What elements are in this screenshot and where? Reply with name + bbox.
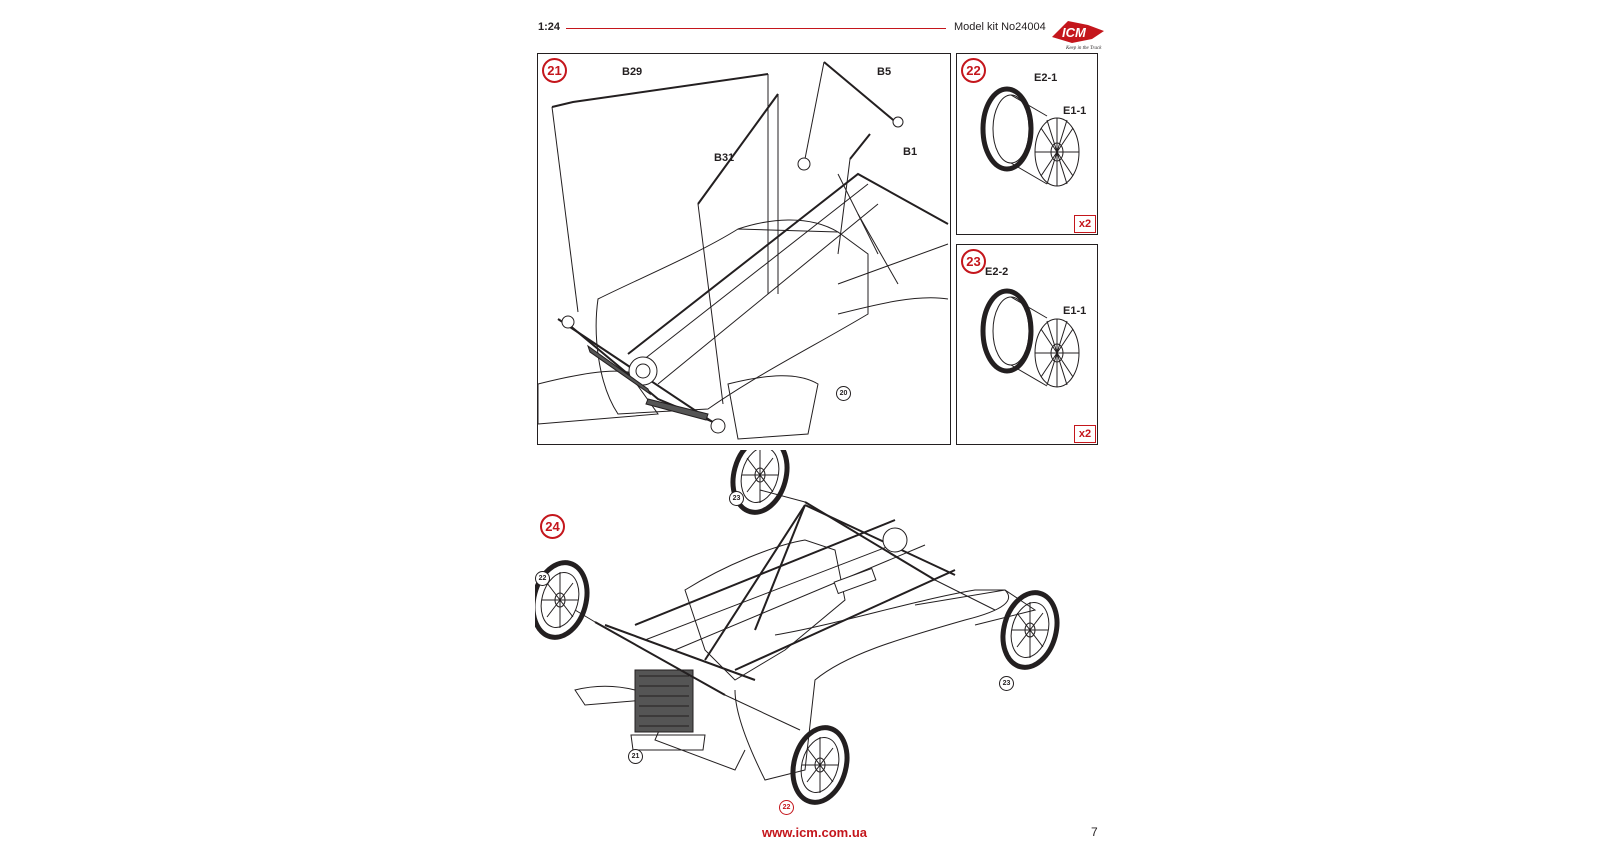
step-22-badge: 22 [961,58,986,83]
footer-url[interactable]: www.icm.com.ua [762,825,867,840]
logo-tagline: Keep in the Track [1065,46,1102,51]
part-label-b1: B1 [903,146,918,158]
step-21-badge: 21 [542,58,567,83]
quantity-badge: x2 [1074,425,1096,443]
part-label-e1-1: E1-1 [1063,105,1087,117]
part-label-e1-1: E1-1 [1063,305,1087,317]
step-24-drawing-area [530,435,1105,820]
logo-text: ICM [1062,25,1087,40]
step-24-drawing [530,435,1060,805]
step-24-badge: 24 [540,514,565,539]
step-ref-22: 22 [779,800,794,815]
step-ref-21: 21 [628,749,643,764]
step-ref-20: 20 [836,386,851,401]
part-label-b5: B5 [877,66,892,78]
wheel-rear-left [730,435,790,515]
wheel-rear-right [1000,590,1060,670]
wheel-front-left [530,560,590,640]
kit-number: Model kit No24004 [954,21,1046,33]
quantity-badge: x2 [1074,215,1096,233]
icm-logo-mark: ICM Keep in the Track [1052,21,1104,51]
step-23-drawing [980,288,1080,388]
scale-label: 1:24 [538,21,561,33]
part-label-e2-1: E2-1 [1034,72,1058,84]
part-label-b29: B29 [622,66,643,78]
part-label-b31: B31 [714,152,735,164]
step-23-panel: 23 E2-2 E1-1 x2 [956,244,1098,445]
step-22-drawing [980,86,1080,187]
step-ref-22: 22 [535,571,550,586]
step-21-panel: 21 B29 B5 B31 B1 20 [537,53,951,445]
step-ref-23: 23 [999,676,1014,691]
page-number: 7 [1091,825,1098,839]
step-ref-23: 23 [729,491,744,506]
wheel-front-right [790,725,850,805]
step-23-badge: 23 [961,249,986,274]
header-rule [566,28,946,29]
icm-logo: ICM Keep in the Track [1048,17,1108,51]
step-21-drawing [538,61,949,440]
step-22-panel: 22 E2-1 E1-1 x2 [956,53,1098,235]
part-label-e2-2: E2-2 [985,266,1009,278]
